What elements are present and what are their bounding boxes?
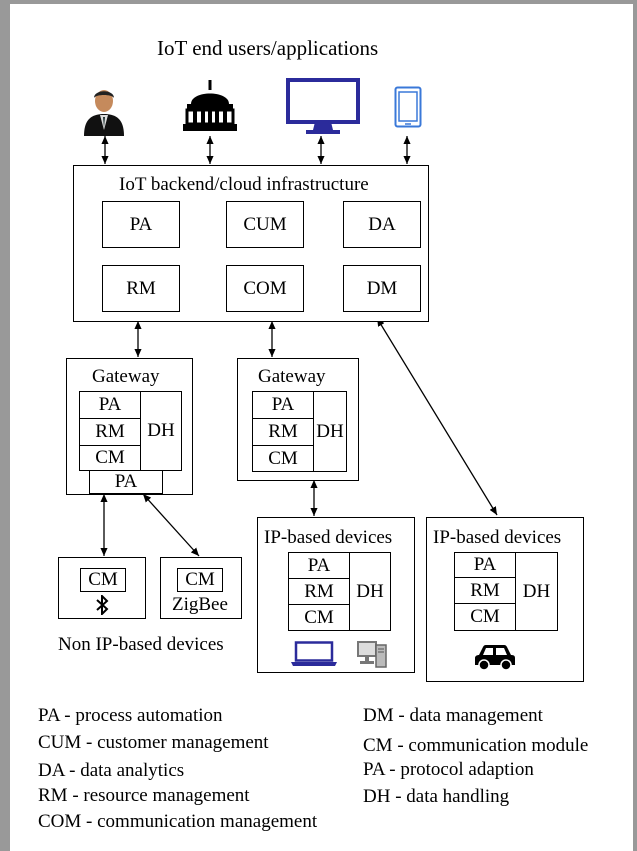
bluetooth-icon [96,595,109,615]
gateway1-row-pa: PA [79,391,141,419]
laptop-icon [291,641,337,666]
legend-left-4: COM - communication management [38,811,318,832]
gateway1-row-rm: RM [79,418,141,446]
ip-devices1-title: IP-based devices [264,527,393,548]
legend-left-3: RM - resource management [38,785,250,806]
legend-left-2: DA - data analytics [38,760,185,781]
backend-module-com: COM [226,265,304,312]
gateway1-title: Gateway [92,366,160,387]
backend-module-rm: RM [102,265,180,312]
ip-devices2-row-cm: CM [454,603,516,631]
legend-left-1: CUM - customer management [38,732,269,753]
legend-right-2: PA - protocol adaption [363,759,534,780]
backend-module-dm: DM [343,265,421,312]
government-building-icon [183,80,237,131]
zigbee-label: ZigBee [172,594,228,615]
ip-devices2-row-rm: RM [454,577,516,604]
ip-devices1-row-pa: PA [288,552,350,579]
non-ip-caption: Non IP-based devices [58,634,224,655]
legend-right-1: CM - communication module [363,735,589,756]
backend-title: IoT backend/cloud infrastructure [119,174,369,195]
arrow-gateway1-zigbee [142,493,200,557]
user-icon [84,90,124,136]
gateway2-row-cm: CM [252,445,314,472]
legend-left-0: PA - process automation [38,705,223,726]
arrow-backend-ipdevices2 [376,317,498,516]
backend-module-cum: CUM [226,201,304,248]
ip-devices2-row-pa: PA [454,552,516,578]
gateway2-row-pa: PA [252,391,314,419]
ip-devices1-dh: DH [349,552,391,631]
legend-right-3: DH - data handling [363,786,510,807]
desktop-computer-icon [357,641,387,668]
gateway2-title: Gateway [258,366,326,387]
ip-devices1-row-cm: CM [288,604,350,631]
non-ip-device1-cm: CM [80,568,126,592]
ip-devices2-title: IP-based devices [433,527,562,548]
ip-devices1-row-rm: RM [288,578,350,605]
gateway1-dh: DH [140,391,182,471]
car-icon [475,645,515,671]
monitor-icon [286,78,360,134]
diagram-title: IoT end users/applications [157,36,379,60]
gateway1-row-cm: CM [79,445,141,471]
gateway2-row-rm: RM [252,418,314,446]
gateway2-dh: DH [313,391,347,472]
tablet-icon [394,86,422,128]
legend-right-0: DM - data management [363,705,543,726]
ip-devices2-dh: DH [515,552,558,631]
non-ip-device2-cm: CM [177,568,223,592]
backend-module-da: DA [343,201,421,248]
backend-module-pa: PA [102,201,180,248]
gateway1-bottom-pa: PA [89,470,163,494]
